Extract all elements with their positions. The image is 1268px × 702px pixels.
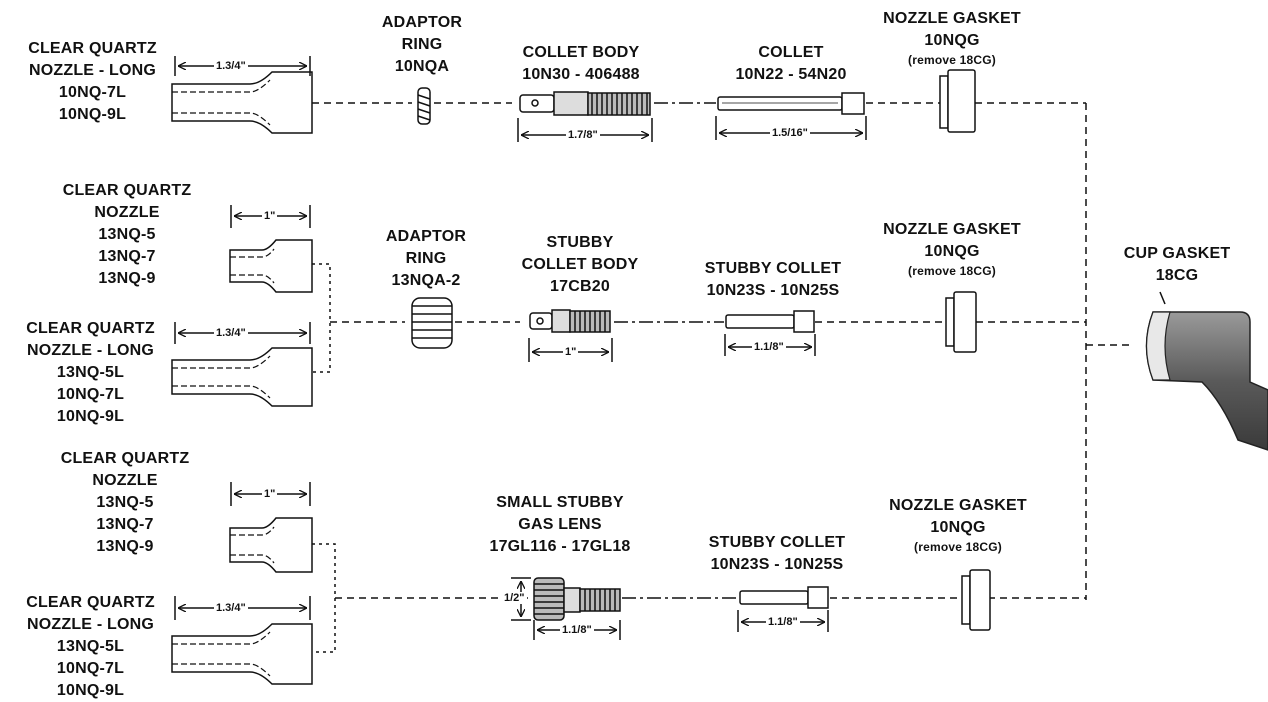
- label-line: CLEAR QUARTZ: [52, 180, 202, 202]
- row2-nozzle-label: CLEAR QUARTZ NOZZLE 13NQ-5 13NQ-7 13NQ-9: [52, 180, 202, 290]
- gasket-note: (remove 18CG): [872, 52, 1032, 68]
- label-line: 10NQ-7L: [8, 658, 173, 680]
- label-line: STUBBY COLLET: [692, 532, 862, 554]
- row2-nozzle-long-label: CLEAR QUARTZ NOZZLE - LONG 13NQ-5L 10NQ-…: [8, 318, 173, 428]
- label-line: NOZZLE - LONG: [8, 340, 173, 362]
- label-line: CLEAR QUARTZ: [50, 448, 200, 470]
- label-line: RING: [362, 34, 482, 56]
- cup-gasket-label: CUP GASKET 18CG: [1112, 243, 1242, 287]
- label-line: CLEAR QUARTZ: [8, 318, 173, 340]
- label-line: NOZZLE - LONG: [10, 60, 175, 82]
- row3-gasket-label: NOZZLE GASKET 10NQG (remove 18CG): [878, 495, 1038, 555]
- label-line: 13NQ-7: [52, 246, 202, 268]
- row2-adaptor-ring-drawing: [412, 298, 452, 348]
- label-line: COLLET BODY: [500, 254, 660, 276]
- row2-nozzle-dimension: 1": [262, 210, 277, 222]
- label-line: CUP GASKET: [1112, 243, 1242, 265]
- row2-gasket-label: NOZZLE GASKET 10NQG (remove 18CG): [872, 219, 1032, 279]
- label-line: STUBBY: [500, 232, 660, 254]
- row2-collet-dimension: 1.1/8": [752, 341, 786, 353]
- row3-nozzle-gasket-drawing: [962, 570, 990, 630]
- label-line: 13NQA-2: [366, 270, 486, 292]
- label-line: NOZZLE GASKET: [878, 495, 1038, 517]
- label-line: GAS LENS: [470, 514, 650, 536]
- cup-gasket-drawing: [1147, 292, 1268, 450]
- label-line: ADAPTOR: [366, 226, 486, 248]
- label-line: NOZZLE: [52, 202, 202, 224]
- label-line: 13NQ-5L: [8, 636, 173, 658]
- row1-nozzle-label: CLEAR QUARTZ NOZZLE - LONG 10NQ-7L 10NQ-…: [10, 38, 175, 126]
- label-line: NOZZLE - LONG: [8, 614, 173, 636]
- label-line: CLEAR QUARTZ: [8, 592, 173, 614]
- label-line: 13NQ-5: [50, 492, 200, 514]
- row2-nozzle-gasket-drawing: [946, 292, 976, 352]
- row1-collet-body-dimension: 1.7/8": [566, 129, 600, 141]
- row2-collet-body-dimension: 1": [563, 346, 578, 358]
- row1-collet-body-label: COLLET BODY 10N30 - 406488: [496, 42, 666, 86]
- label-line: 10N22 - 54N20: [706, 64, 876, 86]
- label-line: 10NQG: [872, 241, 1032, 263]
- label-line: 18CG: [1112, 265, 1242, 287]
- label-line: 10N30 - 406488: [496, 64, 666, 86]
- label-line: 10NQA: [362, 56, 482, 78]
- label-line: ADAPTOR: [362, 12, 482, 34]
- label-line: 13NQ-5: [52, 224, 202, 246]
- label-line: COLLET BODY: [496, 42, 666, 64]
- row3-collet-dimension: 1.1/8": [766, 616, 800, 628]
- row3-nozzle-label: CLEAR QUARTZ NOZZLE 13NQ-5 13NQ-7 13NQ-9: [50, 448, 200, 558]
- label-line: 13NQ-9: [50, 536, 200, 558]
- label-line: CLEAR QUARTZ: [10, 38, 175, 60]
- row1-collet-label: COLLET 10N22 - 54N20: [706, 42, 876, 86]
- row1-nozzle-gasket-drawing: [940, 70, 975, 132]
- label-line: 13NQ-5L: [8, 362, 173, 384]
- gasket-note: (remove 18CG): [878, 539, 1038, 555]
- row3-nozzle-dimension: 1": [262, 488, 277, 500]
- row3-collet-label: STUBBY COLLET 10N23S - 10N25S: [692, 532, 862, 576]
- label-line: NOZZLE: [50, 470, 200, 492]
- label-line: 10N23S - 10N25S: [688, 280, 858, 302]
- gasket-note: (remove 18CG): [872, 263, 1032, 279]
- label-line: NOZZLE GASKET: [872, 219, 1032, 241]
- label-line: 17CB20: [500, 276, 660, 298]
- row3-nozzle-long-dimension: 1.3/4": [214, 602, 248, 614]
- row1-adaptor-label: ADAPTOR RING 10NQA: [362, 12, 482, 78]
- label-line: NOZZLE GASKET: [872, 8, 1032, 30]
- label-line: COLLET: [706, 42, 876, 64]
- row3-gas-lens-dimension: 1.1/8": [560, 624, 594, 636]
- row1-collet-dimension: 1.5/16": [770, 127, 810, 139]
- row2-collet-body-label: STUBBY COLLET BODY 17CB20: [500, 232, 660, 298]
- label-line: 13NQ-7: [50, 514, 200, 536]
- row2-nozzle-long-dimension: 1.3/4": [214, 327, 248, 339]
- row1-nozzle-dimension: 1.3/4": [214, 60, 248, 72]
- label-line: 10NQ-9L: [8, 680, 173, 702]
- label-line: RING: [366, 248, 486, 270]
- row1-adaptor-ring-drawing: [418, 88, 430, 124]
- label-line: 10NQ-9L: [10, 104, 175, 126]
- row3-nozzle-long-label: CLEAR QUARTZ NOZZLE - LONG 13NQ-5L 10NQ-…: [8, 592, 173, 702]
- label-line: 10NQ-7L: [8, 384, 173, 406]
- label-line: 10N23S - 10N25S: [692, 554, 862, 576]
- row2-adaptor-label: ADAPTOR RING 13NQA-2: [366, 226, 486, 292]
- label-line: 10NQG: [872, 30, 1032, 52]
- row2-collet-label: STUBBY COLLET 10N23S - 10N25S: [688, 258, 858, 302]
- label-line: 10NQ-9L: [8, 406, 173, 428]
- label-line: 10NQG: [878, 517, 1038, 539]
- row3-gas-lens-label: SMALL STUBBY GAS LENS 17GL116 - 17GL18: [470, 492, 650, 558]
- label-line: 13NQ-9: [52, 268, 202, 290]
- row1-gasket-label: NOZZLE GASKET 10NQG (remove 18CG): [872, 8, 1032, 68]
- row3-gas-lens-width-dimension: 1/2": [502, 592, 527, 604]
- label-line: 17GL116 - 17GL18: [470, 536, 650, 558]
- label-line: SMALL STUBBY: [470, 492, 650, 514]
- label-line: 10NQ-7L: [10, 82, 175, 104]
- label-line: STUBBY COLLET: [688, 258, 858, 280]
